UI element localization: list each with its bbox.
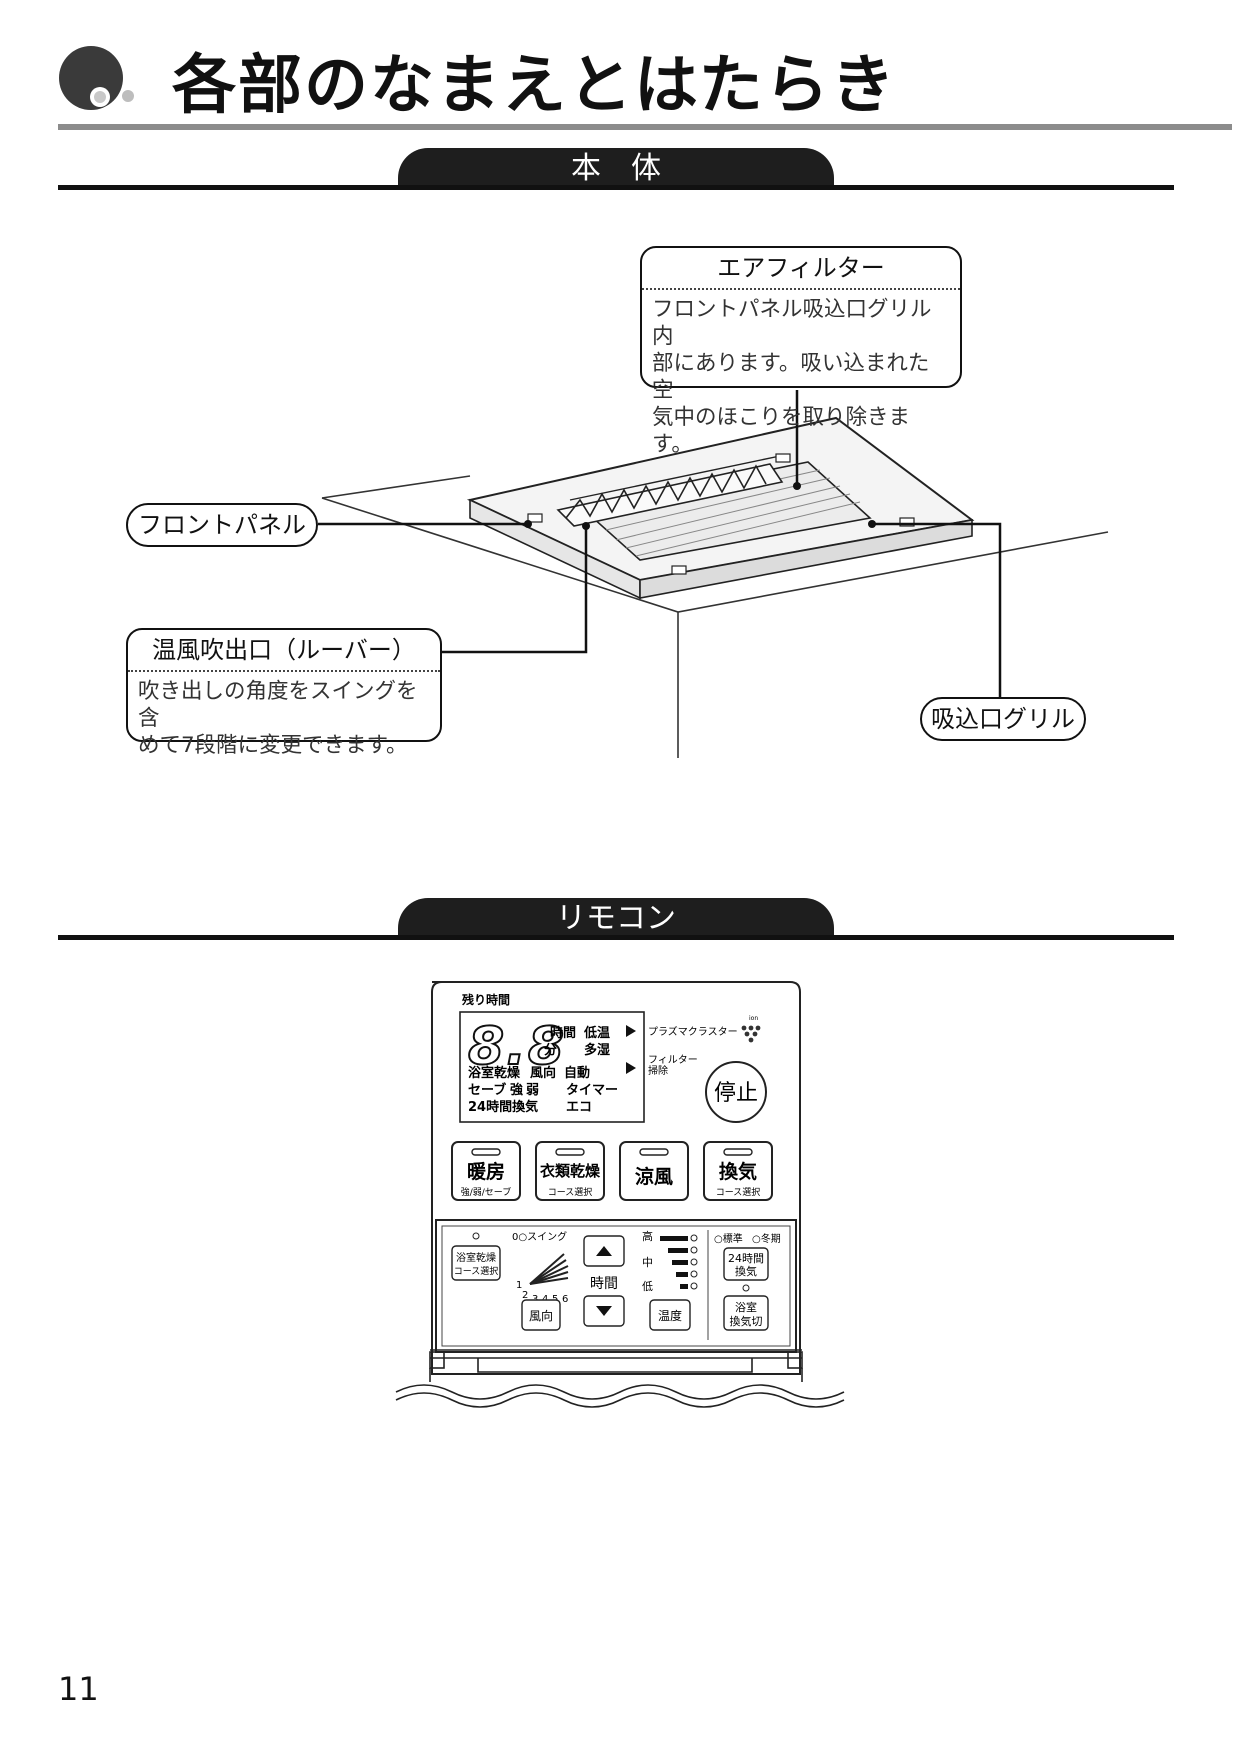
- standard-mode-label: ○標準: [714, 1232, 743, 1245]
- louver-title: 温風吹出口（ルーバー）: [152, 636, 416, 664]
- lcd-digits: 8.8: [468, 1017, 566, 1077]
- bath-dry-course-l1: 浴室乾燥: [456, 1251, 496, 1264]
- plasma-cluster-logo-icon: [741, 1025, 761, 1043]
- remote-lcd: [459, 1011, 645, 1123]
- ceiling-box-lines: [321, 475, 1109, 758]
- air-filter-description: フロントパネル吸込口グリル内 部にあります。吸い込まれた空 気中のほこりを取り除…: [642, 288, 960, 457]
- clothes-dry-button-sub: コース選択: [548, 1186, 593, 1198]
- level-high: 高: [642, 1229, 653, 1243]
- wind-direction-label: 風向: [529, 1308, 553, 1323]
- heating-button[interactable]: 暖房 強/弱/セーブ: [451, 1141, 521, 1201]
- ion-label: ion: [749, 1015, 758, 1022]
- level-mid: 中: [642, 1256, 653, 1269]
- section-tab-main-unit: 本 体: [398, 148, 834, 188]
- vent24-button[interactable]: 24時間 換気: [723, 1247, 769, 1281]
- temperature-button[interactable]: 温度: [649, 1299, 691, 1331]
- section-rule-main-unit: [58, 185, 1174, 190]
- callout-intake-grill: 吸込口グリル: [920, 697, 1086, 741]
- wind-direction-button[interactable]: 風向: [521, 1299, 561, 1331]
- bath-vent-l2: 換気切: [730, 1314, 763, 1328]
- section-title-remote: リモコン: [556, 901, 676, 936]
- cutoff-wave-line: [395, 1384, 845, 1400]
- louver-desc-line1: 吹き出しの角度をスイングを含: [138, 679, 418, 731]
- cutoff-wave-line: [395, 1392, 845, 1408]
- clothes-dry-button-label: 衣類乾燥: [540, 1162, 601, 1180]
- air-filter-title: エアフィルター: [717, 254, 885, 282]
- vent24-l2: 換気: [735, 1264, 757, 1278]
- section-tab-remote: リモコン: [398, 898, 834, 938]
- lcd-bath-dry: 浴室乾燥: [468, 1065, 521, 1081]
- bath-vent-l1: 浴室: [735, 1300, 757, 1314]
- angle-1: 1: [516, 1280, 522, 1291]
- temperature-label: 温度: [658, 1308, 682, 1323]
- bath-dry-course-l2: コース選択: [454, 1265, 499, 1277]
- remote-illustration: 残り時間 8.8 時間 低温 分 多湿 浴室乾燥 風向 自動 セーブ 強 弱 タ…: [395, 981, 845, 1408]
- air-filter-desc-line3: 気中のほこりを取り除きます。: [652, 405, 911, 457]
- lcd-minutes: 分: [544, 1042, 557, 1058]
- air-filter-desc-line1: フロントパネル吸込口グリル内: [652, 297, 932, 349]
- stop-button-label: 停止: [714, 1081, 758, 1106]
- clean-label: 掃除: [648, 1064, 668, 1077]
- section-title-main-unit: 本 体: [571, 151, 661, 186]
- lcd-auto: 自動: [564, 1065, 590, 1081]
- arrow-right-icon: [626, 1025, 636, 1037]
- louver-description: 吹き出しの角度をスイングを含 めて7段階に変更できます。: [128, 670, 440, 758]
- lcd-air-dir: 風向: [530, 1065, 556, 1081]
- swing-label: 0○スイング: [512, 1230, 567, 1243]
- air-filter-desc-line2: 部にあります。吸い込まれた空: [652, 351, 930, 403]
- winter-mode-label: ○冬期: [752, 1232, 781, 1245]
- cool-breeze-button[interactable]: 涼風: [619, 1141, 689, 1201]
- vent24-l1: 24時間: [728, 1252, 764, 1265]
- cool-breeze-button-label: 涼風: [635, 1165, 673, 1188]
- time-down-button[interactable]: [583, 1295, 625, 1327]
- leader-lines: [318, 390, 1002, 702]
- lcd-hours: 時間: [550, 1025, 576, 1041]
- bath-vent-off-button[interactable]: 浴室 換気切: [723, 1295, 769, 1331]
- filter-label: フィルター: [648, 1054, 698, 1066]
- swing-fan-icon: [529, 1253, 569, 1285]
- plasma-cluster-label: プラズマクラスター: [648, 1025, 738, 1038]
- lcd-high-humid: 多湿: [584, 1042, 610, 1058]
- remote-lower-panel-inner: [441, 1225, 791, 1347]
- remaining-time-label: 残り時間: [462, 992, 510, 1007]
- lcd-save: セーブ: [468, 1082, 506, 1098]
- arrow-right-icon: [626, 1062, 636, 1074]
- time-up-button[interactable]: [583, 1235, 625, 1267]
- remote-cover-hinge: [429, 1349, 803, 1382]
- callout-air-filter: エアフィルター フロントパネル吸込口グリル内 部にあります。吸い込まれた空 気中…: [640, 246, 962, 457]
- page-number: 11: [58, 1670, 99, 1708]
- title-bullet-icon: [59, 46, 134, 110]
- lcd-timer: タイマー: [566, 1083, 618, 1098]
- lcd-eco: エコ: [566, 1100, 592, 1115]
- leader-dots: [524, 482, 876, 530]
- section-rule-remote: [58, 935, 1174, 940]
- heating-button-sub: 強/弱/セーブ: [461, 1186, 512, 1198]
- ventilation-button-sub: コース選択: [716, 1186, 761, 1198]
- angle-2: 2: [522, 1290, 528, 1301]
- level-low: 低: [642, 1280, 653, 1293]
- stop-button[interactable]: 停止: [705, 1061, 767, 1123]
- callout-louver: 温風吹出口（ルーバー） 吹き出しの角度をスイングを含 めて7段階に変更できます。: [126, 628, 442, 758]
- ventilation-button-label: 換気: [719, 1160, 757, 1183]
- angle-6: 6: [562, 1294, 568, 1305]
- ventilation-button[interactable]: 換気 コース選択: [703, 1141, 773, 1201]
- arrow-down-icon: [596, 1306, 612, 1316]
- heating-button-label: 暖房: [467, 1160, 505, 1183]
- lcd-strong: 強: [510, 1082, 523, 1098]
- lcd-weak: 弱: [526, 1082, 539, 1098]
- title-underline: [58, 124, 1232, 130]
- main-unit-illustration: [318, 390, 1109, 758]
- louver-desc-line2: めて7段階に変更できます。: [138, 733, 408, 758]
- lcd-vent24: 24時間換気: [468, 1099, 538, 1115]
- page-title: 各部のなまえとはたらき: [172, 49, 897, 123]
- arrow-up-icon: [596, 1246, 612, 1256]
- callout-front-panel: フロントパネル: [126, 503, 318, 547]
- clothes-dry-button[interactable]: 衣類乾燥 コース選択: [535, 1141, 605, 1201]
- time-label: 時間: [590, 1276, 618, 1292]
- temperature-level-bars: [660, 1236, 688, 1289]
- bath-dry-course-button[interactable]: 浴室乾燥 コース選択: [451, 1245, 501, 1281]
- temperature-level-leds: [690, 1234, 698, 1290]
- lcd-low-temp: 低温: [583, 1025, 610, 1041]
